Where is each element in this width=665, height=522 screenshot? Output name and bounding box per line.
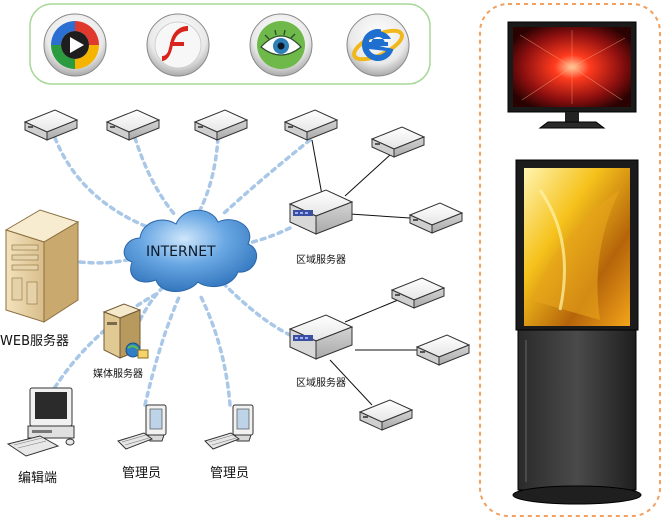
network-box-8 [416, 334, 470, 366]
link-regional-2 [223, 283, 292, 337]
internet-cloud [123, 209, 258, 292]
link-editor [48, 290, 162, 397]
link-box-4 [220, 138, 312, 217]
network-box-7 [391, 277, 445, 309]
link-box-3 [198, 136, 220, 212]
admin-label-1: 管理员 [122, 466, 162, 481]
editor-workstation-icon [6, 387, 75, 457]
internet-explorer-icon [346, 13, 410, 77]
regional-server-2 [289, 314, 353, 360]
internet-label: INTERNET [146, 244, 216, 260]
media-server-label: 媒体服务器 [93, 369, 143, 380]
network-box-4 [284, 109, 338, 141]
network-box-1 [24, 109, 78, 141]
link-media [138, 283, 167, 322]
eye-viewer-icon [249, 13, 313, 77]
link-box-1 [53, 136, 152, 230]
regional-server-label-2: 区域服务器 [296, 378, 346, 389]
editor-label: 编辑端 [18, 471, 58, 486]
player-icons-panel [29, 3, 431, 85]
link-admin-1 [143, 293, 182, 407]
link-web [78, 256, 137, 265]
network-box-6 [409, 202, 463, 234]
media-player-icon [43, 13, 107, 77]
flash-icon [146, 13, 210, 77]
link-box-2 [133, 136, 177, 217]
regional-server-1 [289, 189, 353, 235]
link-admin-2 [198, 293, 232, 407]
display-devices-panel [479, 3, 661, 517]
admin-label-2: 管理员 [210, 466, 250, 481]
admin-pc-1 [117, 404, 167, 450]
admin-pc-2 [204, 404, 254, 450]
network-box-2 [106, 109, 160, 141]
lcd-monitor-icon [507, 21, 637, 129]
web-server-label: WEB服务器 [0, 334, 69, 349]
regional-server-label-1: 区域服务器 [296, 255, 346, 266]
network-box-3 [194, 109, 248, 141]
regional-links [311, 139, 418, 406]
network-box-5 [371, 126, 425, 158]
media-server-icon [102, 303, 149, 359]
kiosk-display-icon [512, 159, 642, 505]
web-server-icon [4, 209, 80, 323]
network-box-9 [359, 399, 413, 431]
